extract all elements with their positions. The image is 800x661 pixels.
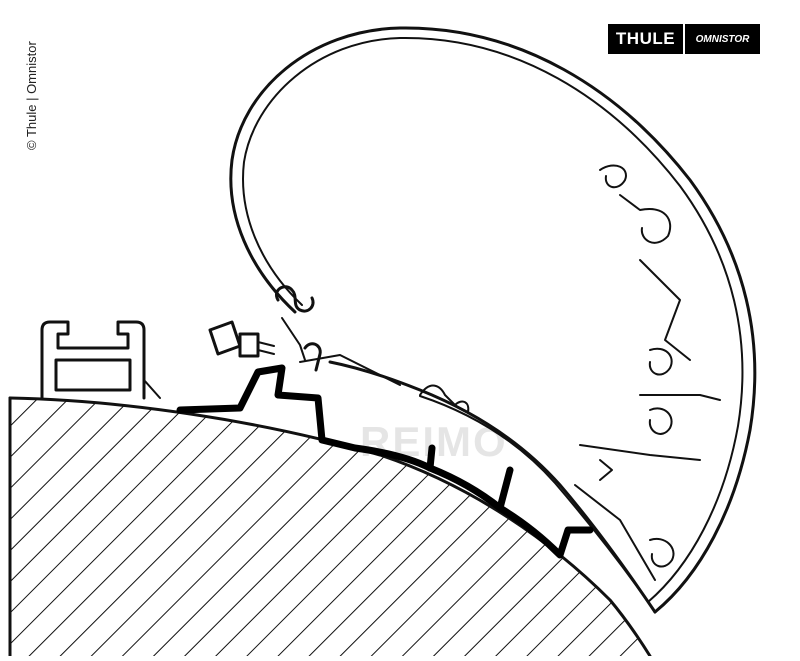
- adapter-hook: [275, 285, 322, 372]
- brand-logo: THULE OMNISTOR: [608, 24, 760, 54]
- thule-logo-text: THULE: [608, 24, 683, 54]
- cassette-inner-ribs: [419, 164, 721, 581]
- vehicle-roof-section: [8, 396, 652, 658]
- watermark: REIMO: [360, 418, 508, 465]
- adapter-rail: [176, 354, 594, 559]
- copyright-notice: © Thule | Omnistor: [24, 41, 39, 150]
- roof-rail-profile: [40, 320, 161, 400]
- mounting-bolt: [208, 320, 275, 358]
- omnistor-logo-text: OMNISTOR: [683, 24, 760, 54]
